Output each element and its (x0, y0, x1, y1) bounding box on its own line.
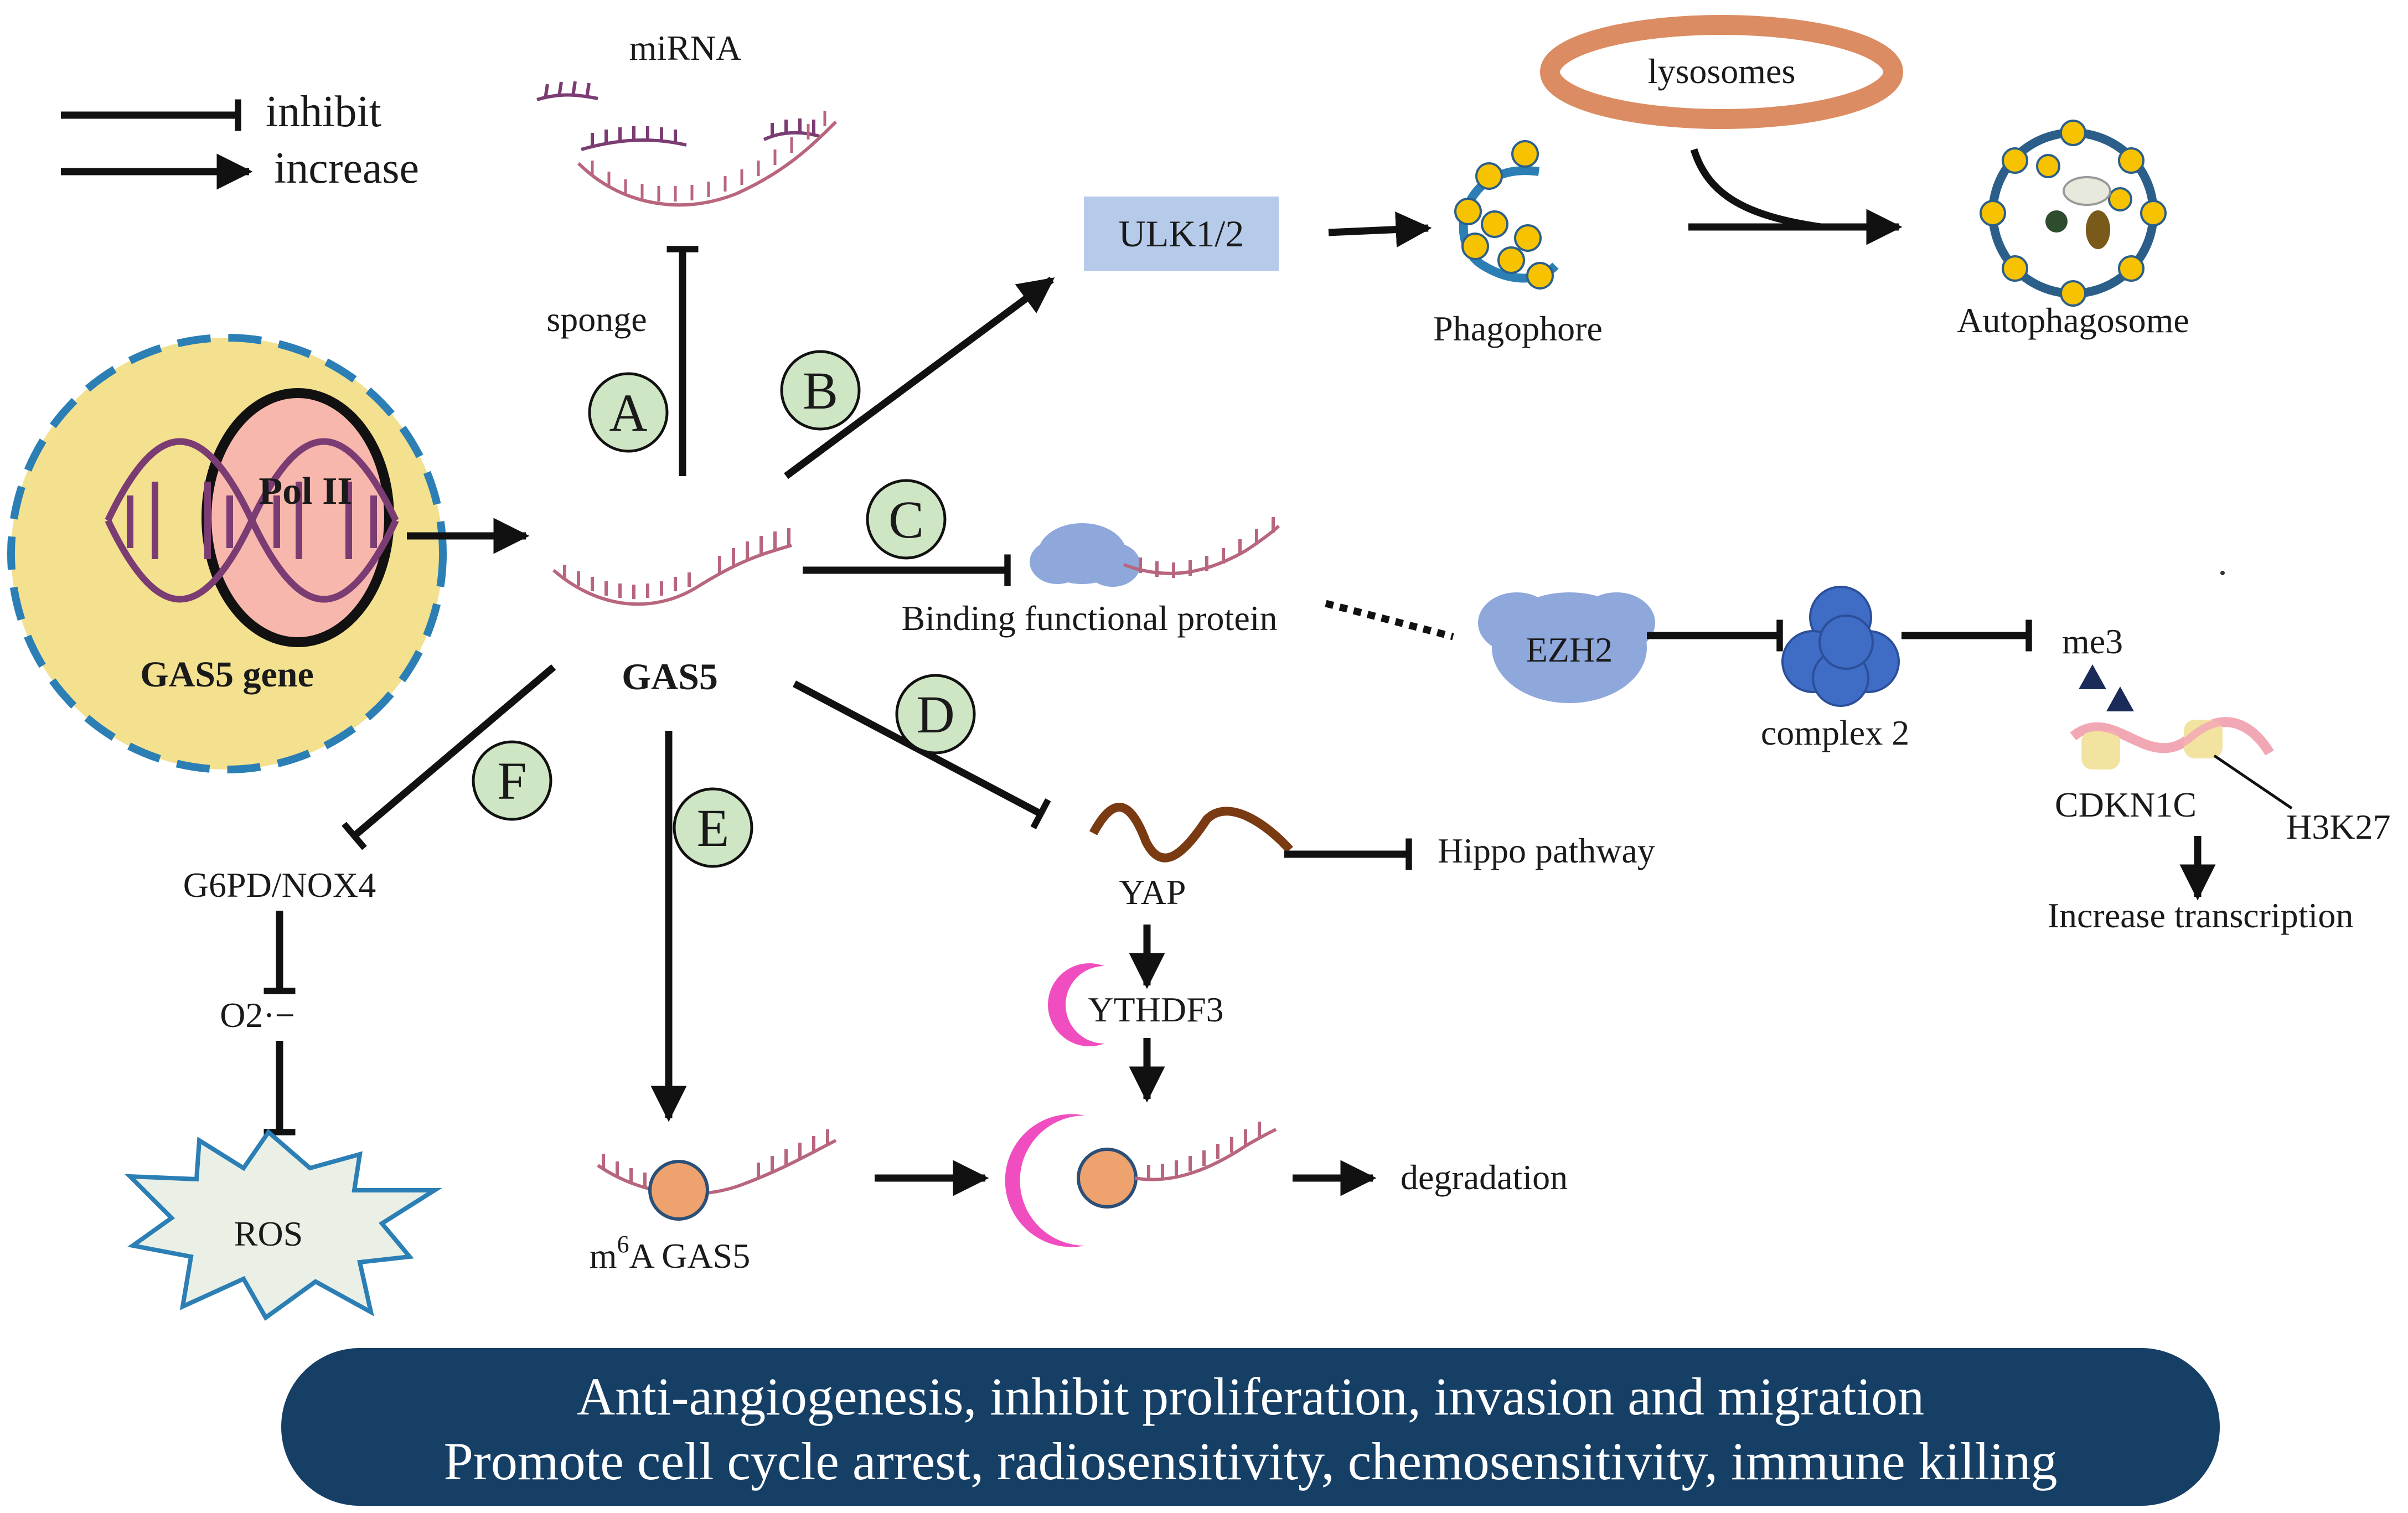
gas5-target-rna (577, 120, 838, 207)
ythdf3-crescent (1048, 963, 1104, 1046)
functional-protein-blob (1030, 523, 1140, 587)
bound-rna (1123, 517, 1280, 578)
ros-label: ROS (234, 1214, 303, 1253)
lysosomes-label: lysosomes (1648, 51, 1796, 91)
ythdf3-label: YTHDF3 (1088, 990, 1223, 1029)
me3-triangle-1 (2079, 664, 2106, 689)
mechanism-a-circle (588, 372, 669, 453)
m6a-superscript: 6 (617, 1231, 629, 1258)
ulk-box (1084, 197, 1279, 271)
mechanism-d-circle (895, 674, 976, 755)
m6a-prefix: m (590, 1236, 617, 1276)
me3-triangle-2 (2106, 686, 2134, 711)
prc2-complex (1781, 586, 1900, 707)
autophagosome (1980, 120, 2167, 307)
cdkn1c-label: CDKN1C (2055, 785, 2197, 824)
lysosome-ring (1540, 15, 1903, 129)
mechanism-d-letter: D (916, 685, 954, 744)
g6pd-nox4-label: G6PD/NOX4 (183, 865, 376, 905)
complex-2-label: complex 2 (1761, 713, 1909, 752)
mechanism-e-letter: E (697, 798, 730, 858)
m6a-mark (648, 1160, 709, 1221)
bound-gas5-rna (1134, 1122, 1277, 1181)
ulk-label: ULK1/2 (1119, 213, 1244, 255)
ros-burst (124, 1129, 442, 1321)
m6a-gas5-label: m6A GAS5 (590, 1231, 751, 1276)
m6a-gas5-rna (597, 1129, 837, 1196)
g6pd-inhibit-arrow (342, 664, 556, 850)
ezh2-blob (1478, 592, 1655, 703)
gas5-gene-label: GAS5 gene (140, 654, 314, 695)
fusion-curve (1690, 148, 1822, 231)
me3-label: me3 (2062, 622, 2123, 661)
ulk-increase-arrow (784, 276, 1055, 479)
stray-dot (2220, 571, 2225, 575)
chromatin (2070, 717, 2274, 770)
dna-helix (105, 438, 399, 603)
mechanism-e-circle (673, 787, 753, 868)
ythdf3-bound-crescent (1005, 1114, 1085, 1247)
binding-protein-label: Binding functional protein (902, 598, 1278, 638)
summary-bar (281, 1348, 2220, 1506)
mirna-strand (536, 81, 820, 151)
legend-increase-label: increase (274, 144, 419, 193)
mechanism-c-circle (866, 479, 947, 560)
yap-label: YAP (1119, 872, 1186, 912)
increase-transcription-label: Increase transcription (2048, 896, 2354, 935)
gas5-target-rna-teeth (591, 111, 826, 202)
gas5-rna (552, 528, 792, 606)
nucleus: Pol II GAS5 gene (7, 334, 447, 773)
phagophore-arrow (1328, 211, 1432, 248)
mechanism-f-circle (472, 740, 552, 821)
gas5-label: GAS5 (622, 655, 718, 698)
mechanism-b-letter: B (803, 361, 838, 420)
mechanism-b-circle (780, 350, 861, 431)
yap-strand (1089, 803, 1293, 863)
legend: inhibit increase (61, 87, 419, 193)
pol-ii-label: Pol II (259, 470, 352, 513)
mechanism-a-letter: A (609, 383, 647, 442)
phagophore-label: Phagophore (1433, 309, 1603, 348)
summary-line-2: Promote cell cycle arrest, radiosensitiv… (444, 1432, 2058, 1491)
ezh2-label: EZH2 (1526, 630, 1613, 669)
binding-dotted-link (1325, 600, 1454, 641)
mechanism-c-letter: C (888, 490, 924, 549)
h3k27-label: H3K27 (2286, 807, 2390, 846)
legend-inhibit-label: inhibit (266, 87, 381, 136)
summary-line-1: Anti-angiogenesis, inhibit proliferation… (577, 1367, 1924, 1426)
autophagosome-label: Autophagosome (1957, 301, 2189, 340)
hippo-pathway-label: Hippo pathway (1438, 831, 1655, 870)
degradation-label: degradation (1401, 1158, 1568, 1197)
superoxide-label: O2·− (220, 995, 295, 1035)
phagophore (1454, 140, 1559, 290)
sponge-label: sponge (546, 299, 647, 339)
bound-m6a-mark (1077, 1148, 1138, 1209)
h3k27-pointer (2213, 754, 2293, 810)
m6a-suffix: A GAS5 (629, 1236, 751, 1276)
mechanism-f-letter: F (497, 751, 526, 810)
mirna-label: miRNA (629, 28, 742, 68)
